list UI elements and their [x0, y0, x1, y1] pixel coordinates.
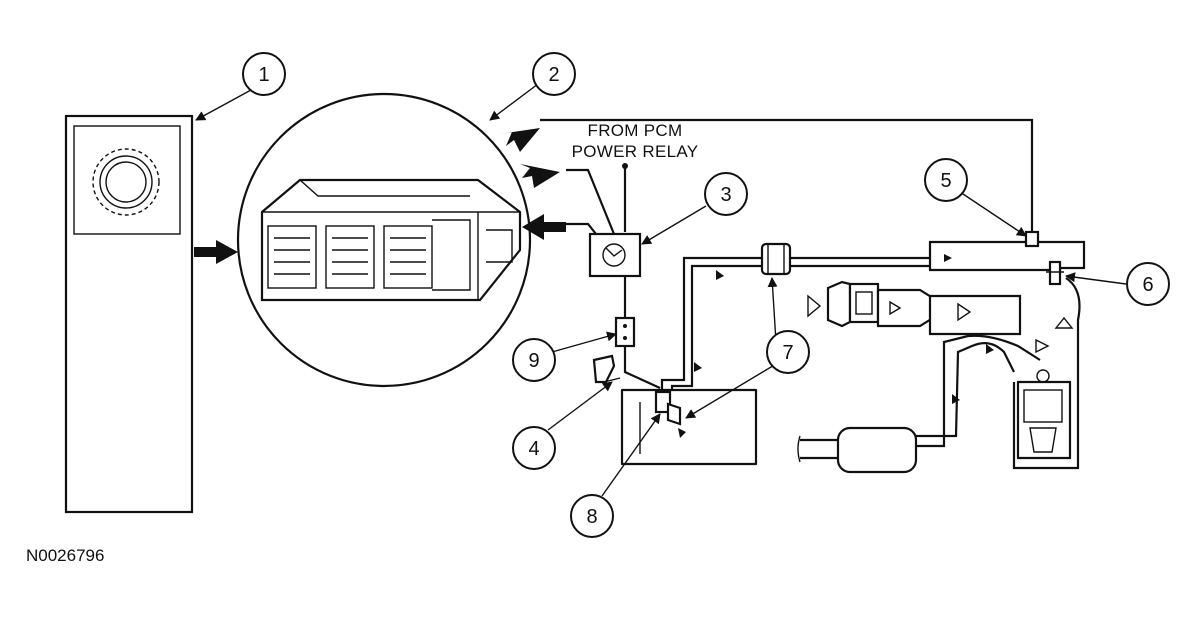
relay-label-line1: FROM PCM — [588, 121, 683, 140]
gauge-dial-icon — [92, 148, 160, 216]
callout-6: 6 — [1126, 262, 1170, 306]
svg-text:9: 9 — [528, 350, 539, 372]
svg-text:8: 8 — [586, 506, 597, 528]
callout-8: 8 — [570, 494, 614, 538]
purge-valve — [588, 232, 642, 278]
svg-text:1: 1 — [258, 64, 269, 86]
relay-label-line2: POWER RELAY — [572, 142, 699, 161]
svg-text:3: 3 — [720, 184, 731, 206]
arrow-input-mid — [520, 164, 560, 188]
wiring — [540, 118, 1034, 390]
pcm-magnifier — [236, 92, 532, 388]
fuel-tank — [620, 388, 758, 466]
vapor-lines — [660, 256, 934, 390]
arrow-to-pcm — [194, 240, 238, 264]
callout-4: 4 — [512, 426, 556, 470]
leader-lines — [195, 83, 1127, 497]
pressure-switch — [592, 354, 621, 384]
svg-text:5: 5 — [940, 170, 951, 192]
scan-tool-module — [64, 114, 194, 514]
svg-text:6: 6 — [1142, 274, 1153, 296]
engine — [1012, 277, 1081, 470]
arrow-input-low — [522, 214, 566, 240]
arrow-input-top — [500, 128, 540, 152]
svg-text:7: 7 — [782, 342, 793, 364]
connector — [614, 316, 636, 348]
figure-id: N0026796 — [26, 546, 104, 565]
svg-text:2: 2 — [548, 64, 559, 86]
air-intake — [807, 280, 1022, 336]
callout-5: 5 — [924, 158, 968, 202]
callout-3: 3 — [704, 172, 748, 216]
callout-2: 2 — [532, 52, 576, 96]
callout-1: 1 — [242, 52, 286, 96]
callout-7: 7 — [766, 330, 810, 374]
callout-9: 9 — [512, 338, 556, 382]
pcm-module — [260, 178, 522, 302]
sensor-6 — [1046, 260, 1064, 286]
svg-text:4: 4 — [528, 438, 539, 460]
vapor-canister — [760, 242, 792, 276]
exhaust-pipe — [797, 334, 1041, 474]
